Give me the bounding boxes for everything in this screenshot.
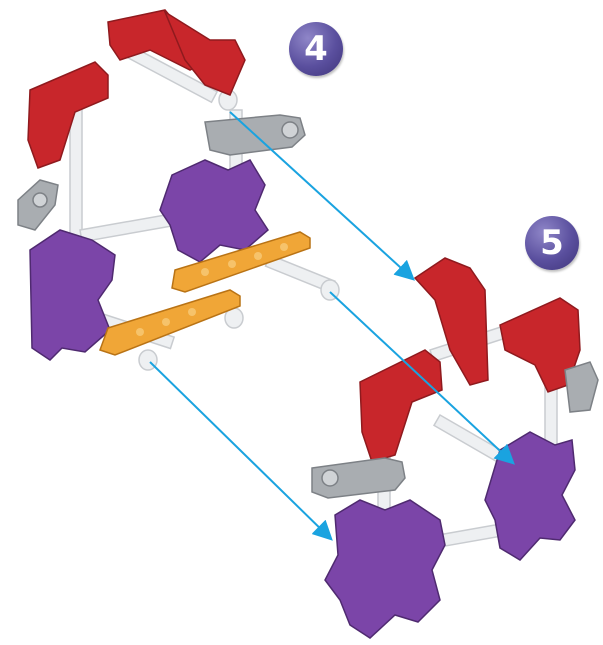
- left-assembly: [17, 9, 340, 371]
- orange-rods: [99, 231, 311, 356]
- arrow-middle: [329, 291, 515, 465]
- right-assembly: [311, 257, 599, 639]
- gray-connector-left: [17, 114, 306, 231]
- purple-connector-left: [29, 159, 269, 361]
- arrow-bottom: [149, 361, 333, 541]
- red-connector-top-left: [27, 9, 246, 169]
- assembly-arrows: [149, 111, 515, 541]
- step-number-badge-4: 4: [289, 22, 343, 76]
- arrow-top: [229, 111, 415, 281]
- step-number-badge-5: 5: [525, 216, 579, 270]
- gray-connector-right: [311, 361, 599, 499]
